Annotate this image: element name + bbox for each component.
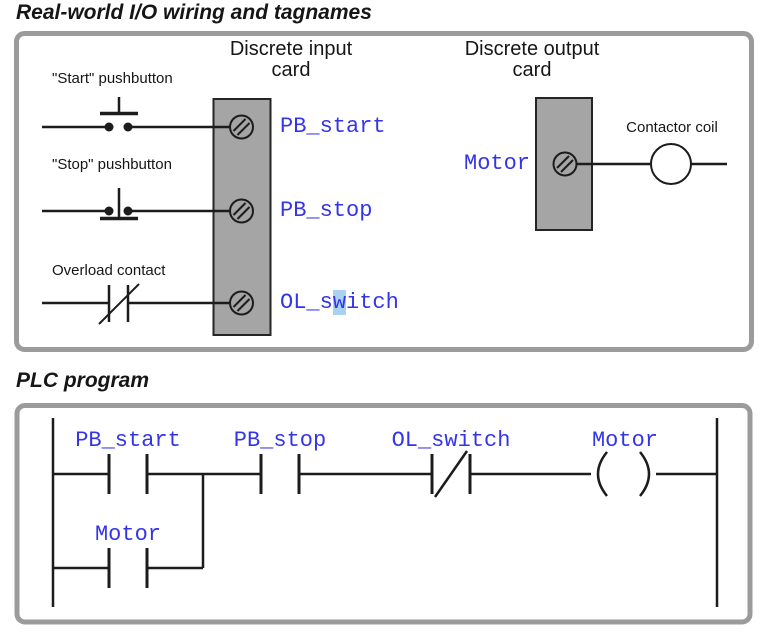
input-card-heading-line2: card (271, 59, 311, 81)
ladder-label-pb-stop: PB_stop (233, 428, 327, 453)
plc-boundary-box (14, 403, 753, 625)
start-pushbutton-symbol (42, 97, 230, 132)
ladder-label-ol-switch: OL_switch (391, 428, 511, 453)
wiring-boundary-box (14, 31, 754, 352)
seal-in-branch (53, 474, 205, 588)
output-card-heading-line2: card (512, 59, 552, 81)
discrete-input-card (212, 98, 272, 336)
ol-switch-contact-symbol (430, 450, 472, 498)
tag-ol-switch-highlighted-char: w (332, 290, 347, 315)
wiring-section-title: Real-world I/O wiring and tagnames (16, 1, 372, 24)
ladder-label-motor-coil: Motor (591, 428, 658, 453)
output-card-heading: Discrete output card (442, 39, 622, 81)
tag-ol-switch-post: itch (346, 290, 399, 315)
input-card-heading-line1: Discrete input (229, 38, 353, 60)
overload-contact-symbol (42, 283, 230, 325)
contactor-coil-label: Contactor coil (626, 119, 718, 136)
plc-section-title: PLC program (16, 369, 150, 392)
start-pushbutton-label: "Start" pushbutton (52, 70, 173, 87)
tag-pb-start: PB_start (280, 114, 386, 139)
stop-pushbutton-label: "Stop" pushbutton (52, 156, 172, 173)
pb-stop-contact-symbol (259, 454, 301, 494)
output-card-heading-line1: Discrete output (464, 38, 600, 60)
ladder-label-pb-start: PB_start (75, 428, 181, 453)
input-card-heading: Discrete input card (201, 39, 381, 81)
motor-coil-symbol (596, 451, 651, 497)
ladder-label-motor-branch: Motor (94, 522, 161, 547)
stop-pushbutton-symbol (42, 188, 230, 221)
tag-ol-switch: OL_switch (280, 290, 399, 315)
overload-contact-label: Overload contact (52, 262, 166, 279)
pb-start-contact-symbol (107, 454, 149, 494)
tag-motor: Motor (464, 151, 531, 176)
tag-pb-stop: PB_stop (280, 198, 373, 223)
contactor-coil-symbol (576, 143, 727, 185)
tag-ol-switch-pre: OL_s (280, 290, 333, 315)
screw-terminal-icon (229, 198, 254, 224)
